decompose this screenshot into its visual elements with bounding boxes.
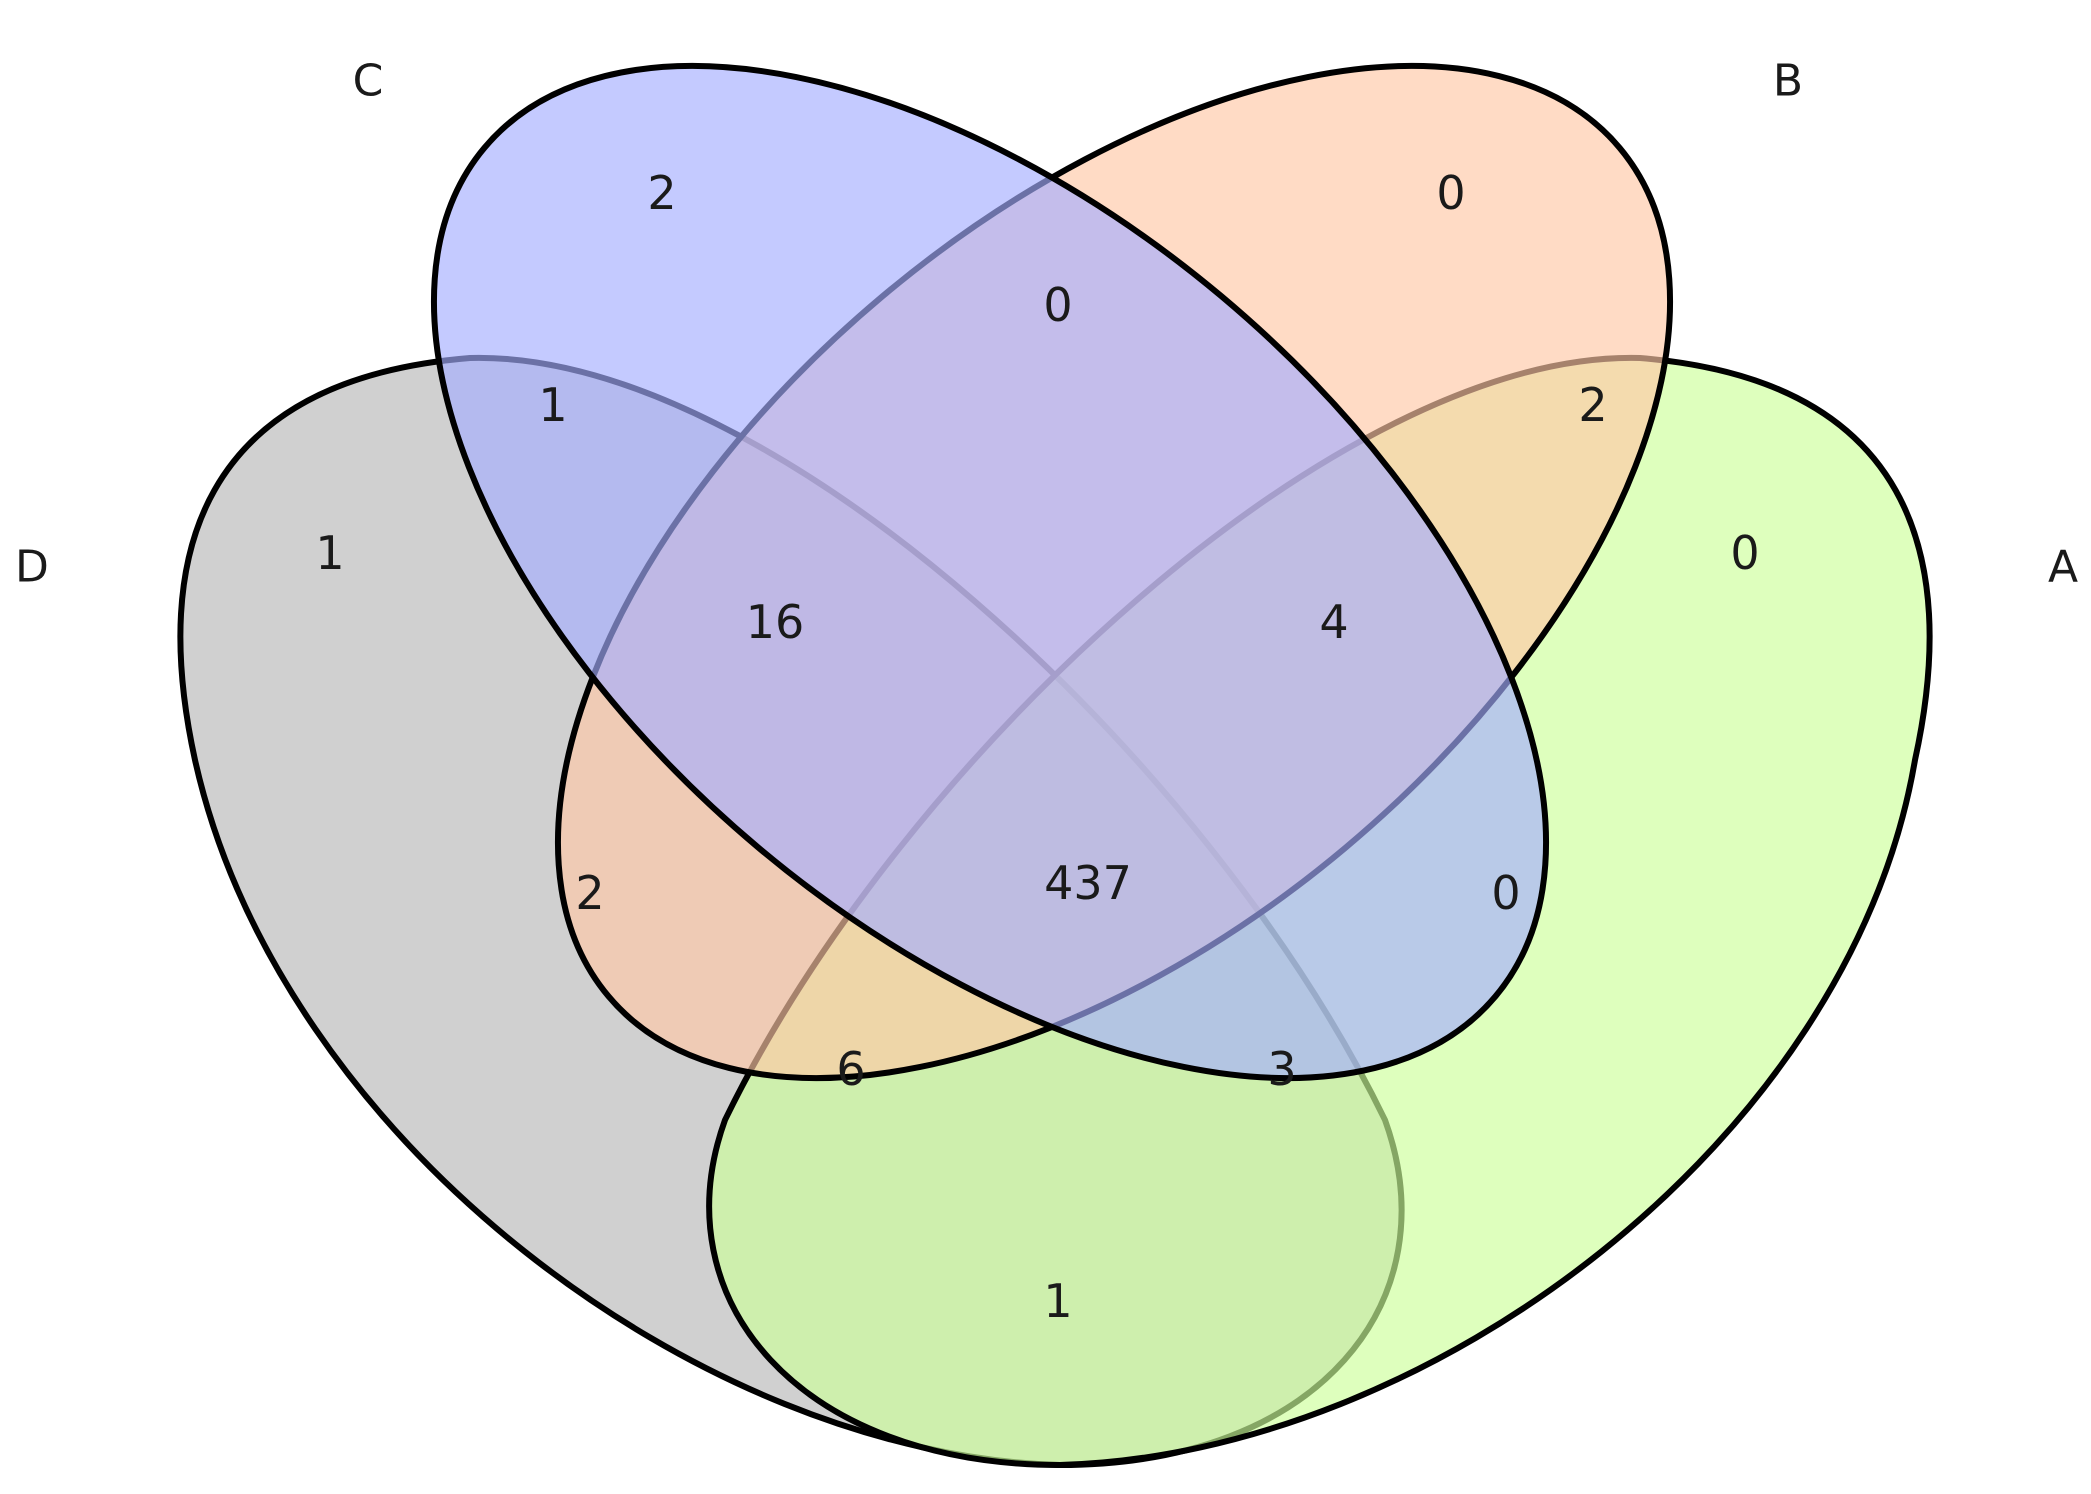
region-count-a-c: 0 [1491,866,1520,920]
region-count-d-only: 1 [315,526,344,580]
region-count-b-c-d: 16 [746,595,805,649]
set-shapes [177,63,1933,1469]
set-labels: C B D A [15,56,2078,593]
set-label-c: C [353,56,384,107]
region-count-a-c-d: 3 [1267,1042,1296,1096]
region-count-a-b-d: 6 [836,1042,865,1096]
region-count-a-b: 2 [1578,378,1607,432]
region-count-a-only: 0 [1730,526,1759,580]
region-count-b-only: 0 [1436,166,1465,220]
set-label-d: D [15,542,49,593]
set-label-a: A [2048,542,2078,593]
region-count-c-only: 2 [647,166,676,220]
region-count-a-d: 1 [1043,1274,1072,1328]
region-count-b-d: 2 [575,866,604,920]
region-count-a-b-c-d: 437 [1044,856,1132,910]
region-count-b-c: 0 [1043,278,1072,332]
region-count-a-b-c: 4 [1319,595,1348,649]
set-c-shape [430,63,1550,1081]
region-counts: 2 0 0 1 2 1 0 16 4 2 437 0 6 3 1 [315,166,1759,1328]
set-label-b: B [1773,56,1803,107]
region-count-c-d: 1 [538,378,567,432]
